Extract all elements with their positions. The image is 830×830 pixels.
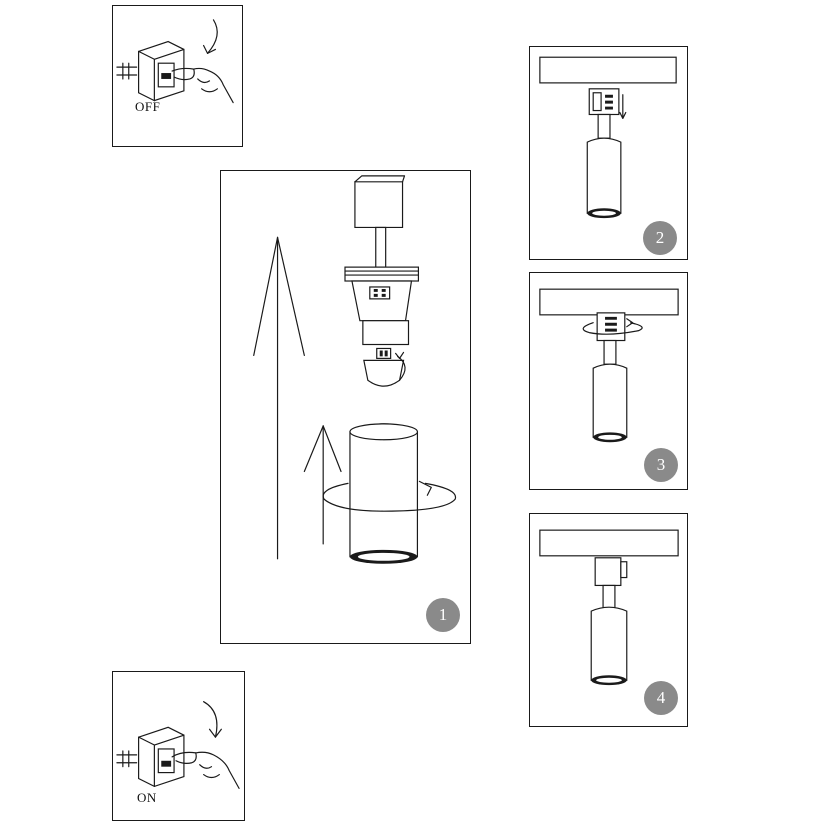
switch-off-label: OFF (135, 99, 161, 114)
track-rail-icon (539, 288, 679, 316)
wall-wires (116, 750, 138, 768)
step-3-illustration (539, 288, 679, 443)
adapter (594, 557, 628, 587)
gu10-bulb-icon (363, 347, 406, 387)
switch-off-panel: OFF (112, 5, 243, 147)
track-rail-icon (539, 529, 679, 557)
step-4-panel: 4 (529, 513, 688, 727)
step-4-illustration (539, 529, 679, 686)
spotlight-body (349, 423, 419, 564)
step-1-illustration (253, 175, 457, 564)
wall-wires (116, 62, 138, 80)
adapter (588, 88, 627, 120)
up-arrow-icon-small (303, 425, 342, 545)
switch-on-label: ON (137, 790, 157, 805)
rotate-arrow-icon (203, 701, 222, 738)
switch-box-icon (138, 40, 185, 102)
switch-box-icon (138, 726, 185, 788)
step-4-badge: 4 (644, 681, 678, 715)
switch-on-illustration (116, 701, 240, 789)
spotlight-icon (590, 606, 628, 686)
hand-icon (171, 751, 240, 789)
step-2-panel: 2 (529, 46, 688, 260)
spotlight-icon (586, 137, 622, 219)
step-3-panel: 3 (529, 272, 688, 490)
step-2-badge: 2 (643, 221, 677, 255)
rotate-arrow-icon (203, 19, 218, 54)
step-3-badge: 3 (644, 448, 678, 482)
adapter (582, 312, 643, 342)
hand-icon (171, 67, 234, 104)
mount-block (354, 175, 406, 268)
rotate-ring-icon (322, 480, 457, 512)
up-arrow-icon (253, 236, 305, 560)
switch-off-illustration (116, 19, 234, 104)
spotlight-icon (592, 363, 628, 443)
switch-on-panel: ON (112, 671, 245, 821)
step-1-panel: 1 (220, 170, 471, 644)
step-2-illustration (539, 56, 677, 219)
track-rail-icon (539, 56, 677, 84)
step-1-badge: 1 (426, 598, 460, 632)
lamp-socket (344, 266, 420, 346)
